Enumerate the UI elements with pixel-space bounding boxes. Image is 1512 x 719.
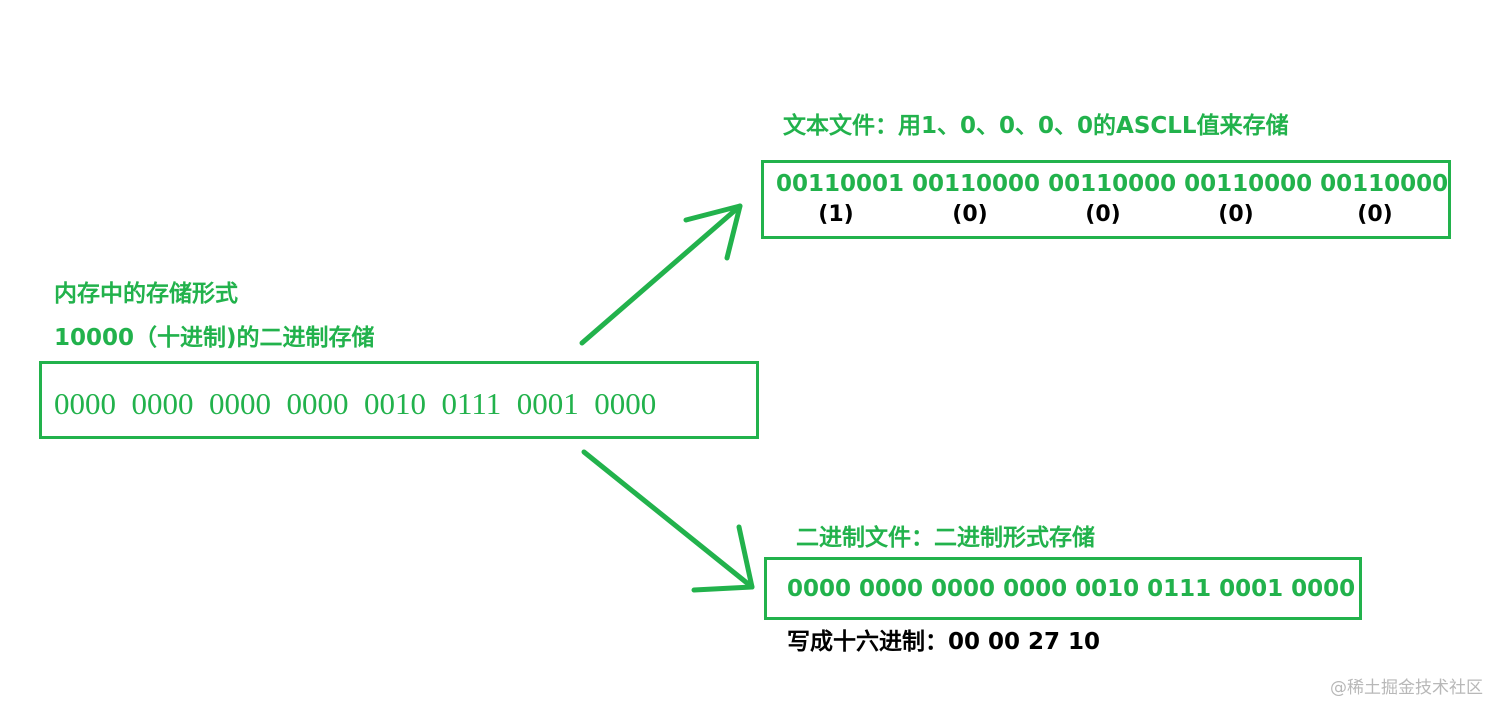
char-label-0: (0) xyxy=(1357,202,1393,227)
binary-file-bits: 0000 0000 0000 0000 0010 0111 0001 0000 xyxy=(787,576,1356,602)
memory-bits: 0000 0000 0000 0000 0010 0111 0001 0000 xyxy=(54,386,657,421)
memory-subtitle: 10000（十进制)的二进制存储 xyxy=(54,325,375,351)
memory-box: 0000 0000 0000 0000 0010 0111 0001 0000 xyxy=(39,361,759,439)
char-label-0: (0) xyxy=(952,202,988,227)
char-label-0: (0) xyxy=(1085,202,1121,227)
text-file-box: 00110001 00110000 00110000 00110000 0011… xyxy=(761,160,1451,239)
hex-note: 写成十六进制：00 00 27 10 xyxy=(787,629,1101,655)
binary-file-box: 0000 0000 0000 0000 0010 0111 0001 0000 xyxy=(764,557,1362,620)
arrow-to-text-file xyxy=(579,203,743,346)
arrow-to-binary-file xyxy=(581,449,755,593)
char-label-1: (1) xyxy=(818,202,854,227)
watermark: @稀土掘金技术社区 xyxy=(1330,678,1483,698)
char-label-0: (0) xyxy=(1218,202,1254,227)
memory-title: 内存中的存储形式 xyxy=(54,281,238,307)
text-file-title: 文本文件：用1、0、0、0、0的ASCLL值来存储 xyxy=(783,113,1289,139)
binary-file-title: 二进制文件：二进制形式存储 xyxy=(796,525,1095,551)
text-file-bits: 00110001 00110000 00110000 00110000 0011… xyxy=(776,171,1449,197)
